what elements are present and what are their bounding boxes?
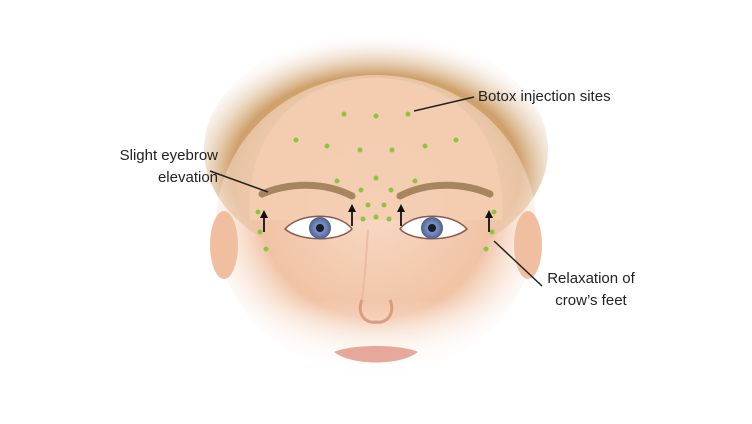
- arrow-up-icon: [397, 204, 405, 226]
- nose: [358, 299, 394, 324]
- injection-dot: [334, 178, 340, 184]
- injection-dot: [324, 143, 330, 149]
- injection-dot: [358, 187, 364, 193]
- left-eyebrow: [258, 181, 356, 200]
- eyebrow-label-line2: elevation: [157, 169, 218, 186]
- crows-label-line1: Relaxation of: [547, 270, 635, 287]
- injection-dot: [365, 202, 371, 208]
- injection-dot: [341, 111, 347, 117]
- arrow-up-icon: [485, 210, 493, 232]
- crows-feet-leader-line: [493, 240, 543, 287]
- injection-dot: [357, 147, 363, 153]
- injection-dot: [373, 113, 379, 119]
- botox-label-text: Botox injection sites: [478, 88, 611, 105]
- eyebrow-leader-line: [209, 170, 269, 193]
- injection-dot: [412, 178, 418, 184]
- arrow-up-icon: [348, 204, 356, 226]
- botox-injection-label: Botox injection sites: [478, 86, 611, 108]
- injection-dot: [293, 137, 299, 143]
- nose-bridge: [361, 229, 369, 301]
- injection-dot: [483, 246, 489, 252]
- right-eyebrow: [396, 181, 494, 200]
- left-pupil: [316, 224, 324, 232]
- injection-dot: [388, 187, 394, 193]
- eyebrow-label-line1: Slight eyebrow: [119, 147, 218, 164]
- crows-label-line2: crow’s feet: [555, 292, 627, 309]
- injection-dot: [257, 229, 263, 235]
- injection-dot: [373, 214, 379, 220]
- left-ear: [210, 211, 238, 279]
- face-fade: [200, 300, 552, 380]
- injection-dot: [405, 111, 411, 117]
- injection-sites: [255, 111, 497, 252]
- botox-leader-line: [413, 96, 475, 112]
- eyebrow-arrows: [260, 204, 493, 232]
- lips: [334, 346, 418, 363]
- injection-dot: [381, 202, 387, 208]
- eyebrow-elevation-label: Slight eyebrow elevation: [106, 145, 218, 189]
- injection-dot: [373, 175, 379, 181]
- right-ear: [514, 211, 542, 279]
- injection-dot: [422, 143, 428, 149]
- injection-dot: [386, 216, 392, 222]
- injection-dot: [360, 216, 366, 222]
- injection-dot: [453, 137, 459, 143]
- injection-dot: [389, 147, 395, 153]
- injection-dot: [489, 229, 495, 235]
- injection-dot: [263, 246, 269, 252]
- right-pupil: [428, 224, 436, 232]
- crows-feet-label: Relaxation of crow’s feet: [532, 268, 650, 312]
- injection-dot: [491, 209, 497, 215]
- injection-dot: [255, 209, 261, 215]
- arrow-up-icon: [260, 210, 268, 232]
